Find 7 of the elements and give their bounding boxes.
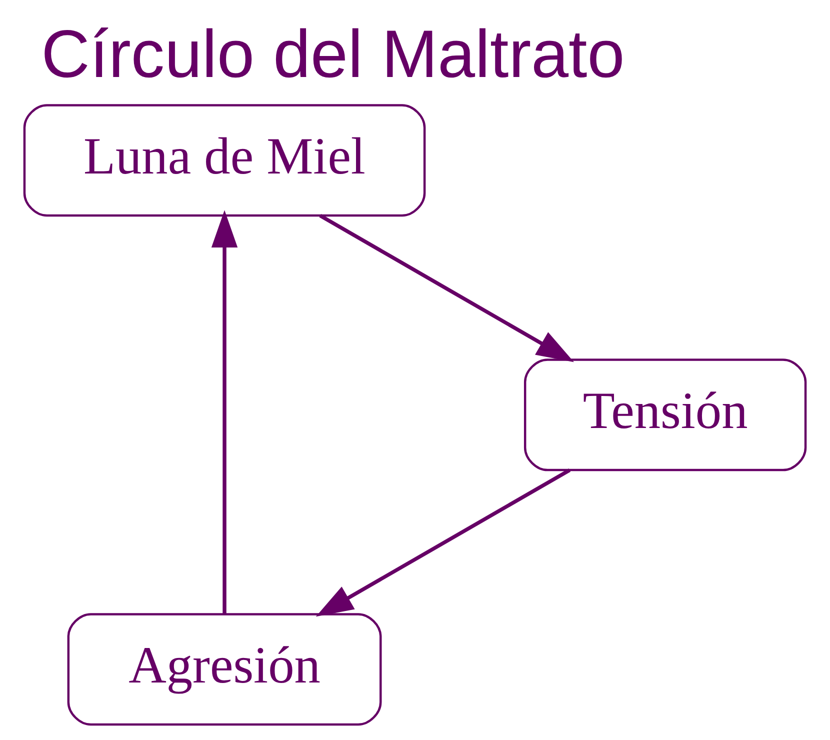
- arrow: [319, 214, 574, 362]
- node-box: Agresión: [67, 613, 382, 726]
- node-box: Tensión: [524, 358, 807, 472]
- arrow: [211, 210, 238, 614]
- node-box: Luna de Miel: [23, 104, 426, 217]
- arrow: [316, 468, 571, 617]
- diagram-title: Círculo del Maltrato: [41, 16, 625, 92]
